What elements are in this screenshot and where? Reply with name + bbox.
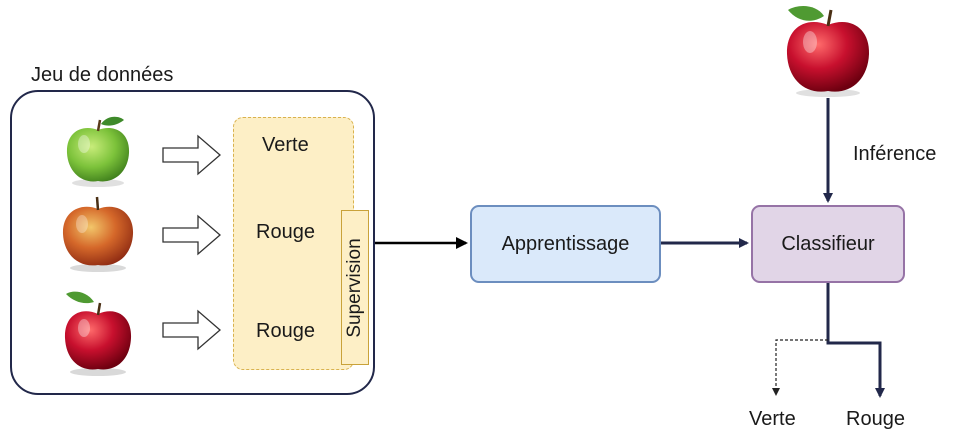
arrow-output-rouge <box>826 283 885 398</box>
classifier-node: Classifieur <box>751 205 905 283</box>
output-rouge: Rouge <box>846 408 905 430</box>
green-apple-icon <box>66 116 130 187</box>
output-verte: Verte <box>749 408 796 430</box>
mixed-apple-icon <box>62 196 134 272</box>
inference-label: Inférence <box>853 143 937 165</box>
hollow-arrow-icon-2 <box>162 214 221 256</box>
arrow-output-verte <box>772 339 828 396</box>
label-panel <box>233 117 354 370</box>
dataset-label-rouge-2: Rouge <box>256 320 315 342</box>
hollow-arrow-icon-3 <box>162 309 221 351</box>
red-apple-icon <box>64 291 132 376</box>
supervision-tag: Supervision <box>341 210 369 365</box>
dataset-frame <box>10 90 375 395</box>
learning-node: Apprentissage <box>470 205 661 283</box>
dataset-label-rouge-1: Rouge <box>256 221 315 243</box>
hollow-arrow-icon-1 <box>162 134 221 176</box>
dataset-label-verte: Verte <box>262 134 309 156</box>
dataset-title: Jeu de données <box>31 64 174 86</box>
input-apple-icon <box>786 6 870 97</box>
